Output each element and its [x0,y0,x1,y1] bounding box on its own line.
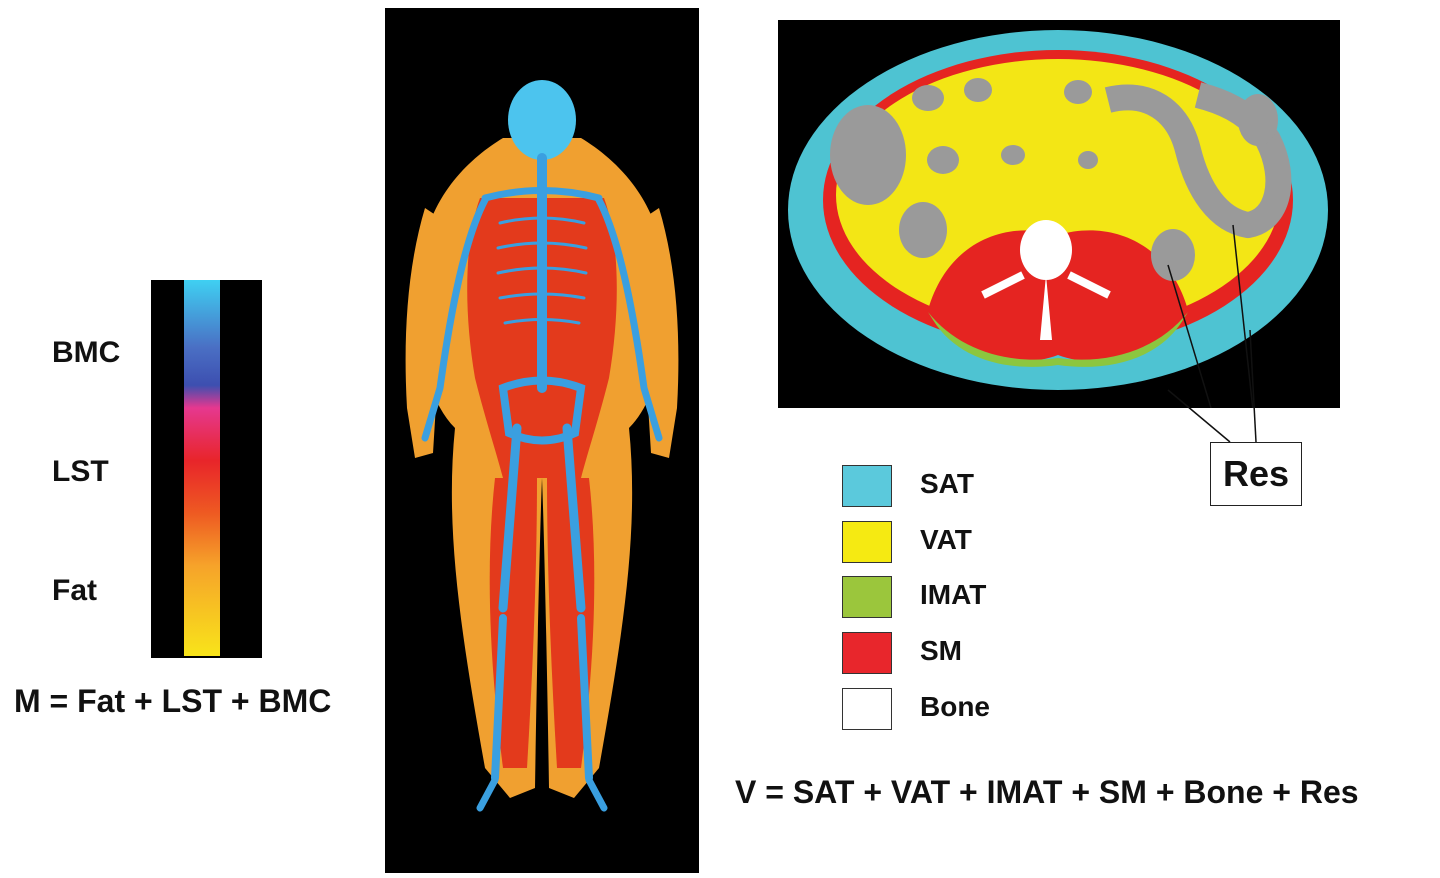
colorbar-gradient [184,280,220,656]
legend-swatch-vat [842,521,892,563]
colorbar-label-lst: LST [52,455,109,489]
dxa-body-illustration [385,8,699,873]
colorbar [151,280,262,658]
colorbar-label-fat: Fat [52,574,97,608]
legend-label-imat: IMAT [920,579,986,611]
res-label-box: Res [1210,442,1302,506]
mass-formula: M = Fat + LST + BMC [14,683,331,720]
ct-segmentation-illustration [778,20,1340,408]
legend-label-bone: Bone [920,691,990,723]
head-bone [508,80,576,160]
dxa-body-scan [385,8,699,873]
legend-swatch-sat [842,465,892,507]
colorbar-label-bmc: BMC [52,336,120,370]
legend-label-sm: SM [920,635,962,667]
volume-formula: V = SAT + VAT + IMAT + SM + Bone + Res [735,774,1359,811]
legend-swatch-bone [842,688,892,730]
legend-swatch-sm [842,632,892,674]
legend-label-sat: SAT [920,468,974,500]
ct-abdomen-section [778,20,1340,408]
legend-label-vat: VAT [920,524,972,556]
legend-swatch-imat [842,576,892,618]
